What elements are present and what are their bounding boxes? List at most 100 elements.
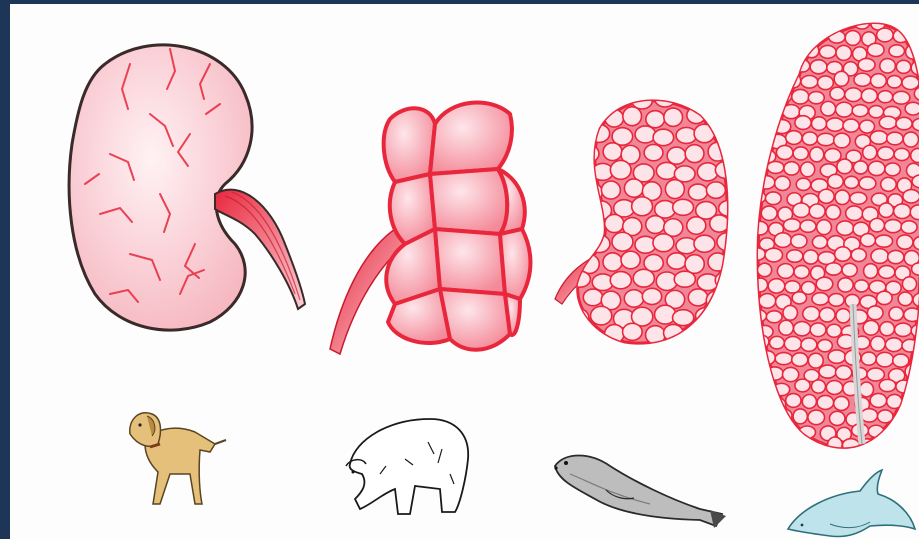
lobule-cell [885, 338, 902, 352]
lobule-cell [826, 118, 843, 131]
lobule-cell [829, 294, 845, 307]
lobule-cell [717, 127, 738, 145]
lobule-cell [812, 380, 826, 393]
lobule-cell [768, 279, 785, 293]
kidney-lobed-dolphin [748, 14, 919, 455]
lobule-cell [881, 441, 896, 454]
lobule-cell [751, 103, 767, 117]
lobule-cell [836, 45, 851, 60]
lobule-cell [688, 184, 707, 200]
lobule-cell [871, 249, 889, 264]
lobule-cell [685, 255, 704, 274]
lobule-cell [710, 326, 730, 343]
lobule-cell [896, 117, 912, 129]
lobule-cell [877, 28, 894, 42]
lobule-cell [861, 89, 877, 103]
lobule-cell [605, 325, 625, 344]
lobule-cell [796, 178, 810, 190]
lobule-cell [801, 14, 816, 26]
lobule-cell [571, 237, 592, 254]
lobule-cell [761, 31, 775, 45]
lobule-cell [766, 48, 783, 61]
dog-icon [130, 413, 226, 504]
lobule-cell [905, 427, 919, 440]
lobule-cell [867, 368, 884, 381]
lobule-cell [895, 442, 912, 454]
lobule-cell [867, 306, 883, 320]
polar-bear-icon [346, 419, 468, 514]
lobule-cell [776, 145, 792, 159]
lobule-cell [774, 58, 790, 72]
lobule-cell [646, 111, 665, 128]
lobule-cell [674, 271, 695, 287]
lobule-cell [902, 15, 917, 27]
lobule-cell [665, 180, 684, 199]
lobule-cell [752, 221, 768, 235]
lobule-cell [696, 92, 716, 108]
lobule-cell [642, 288, 661, 304]
lobule-cell [854, 280, 868, 292]
lobule-cell [834, 396, 849, 410]
lobule-cell [809, 30, 823, 43]
lobule-cell [871, 336, 886, 351]
lobule-cell [793, 147, 808, 160]
lobule-cell [819, 45, 836, 58]
lobule-cell [758, 176, 775, 189]
lobule-cell [812, 236, 827, 249]
lobule-cell [861, 409, 878, 422]
lobule-cell [912, 263, 919, 275]
lobule-cell [623, 323, 643, 340]
diagram-panel [10, 4, 919, 539]
lobule-cell [653, 234, 674, 252]
lobule-cell [601, 181, 620, 199]
lobule-cell [719, 90, 739, 106]
lobule-cell [688, 289, 707, 306]
lobule-cell [621, 251, 640, 269]
lobule-cell [603, 253, 622, 271]
lobule-cell [826, 381, 842, 395]
lobule-cell [749, 397, 763, 411]
lobule-cell [844, 176, 858, 188]
lobule-cell [696, 308, 717, 324]
lobule-cell [817, 220, 832, 235]
lobule-cell [776, 32, 793, 46]
lobule-cell [751, 428, 768, 440]
lobule-cell [836, 102, 853, 117]
lobule-cell [794, 322, 811, 336]
lobule-cell [770, 336, 785, 349]
lobule-cell [612, 232, 633, 251]
lobule-cell [664, 108, 683, 126]
lobule-cell [610, 160, 631, 179]
lobule-cell [835, 190, 850, 205]
lobule-cell [624, 179, 643, 197]
lobule-cell [801, 76, 818, 89]
lobule-cell [812, 117, 827, 131]
lobule-cell [583, 289, 602, 306]
lobule-cell [694, 124, 715, 143]
lobule-cell [766, 367, 783, 380]
lobule-cell [635, 126, 656, 143]
lobule-cell [785, 18, 801, 30]
lobule-cell [816, 277, 833, 291]
lobule-cell [758, 438, 774, 452]
lobule-cell [653, 129, 674, 145]
lobule-cell [845, 31, 860, 46]
lobule-cell [623, 107, 642, 126]
lobule-cell [836, 366, 852, 380]
lobule-cell [867, 43, 884, 56]
lobule-cell [775, 353, 792, 365]
lobule-cell [770, 17, 784, 29]
lobule-cell [694, 235, 715, 252]
lobule-cell [800, 220, 816, 232]
lobule-cell [667, 147, 686, 164]
lobule-cell [655, 91, 675, 107]
lobule-cell [828, 350, 845, 363]
lobule-cell [591, 92, 611, 108]
lobule-cell [770, 73, 786, 86]
lobule-cell [812, 293, 829, 305]
lobule-cell [885, 163, 900, 176]
lobule-cell [791, 234, 807, 248]
lobule-cell [582, 216, 601, 234]
lobule-cell [706, 291, 725, 310]
lobule-cell [860, 234, 875, 247]
